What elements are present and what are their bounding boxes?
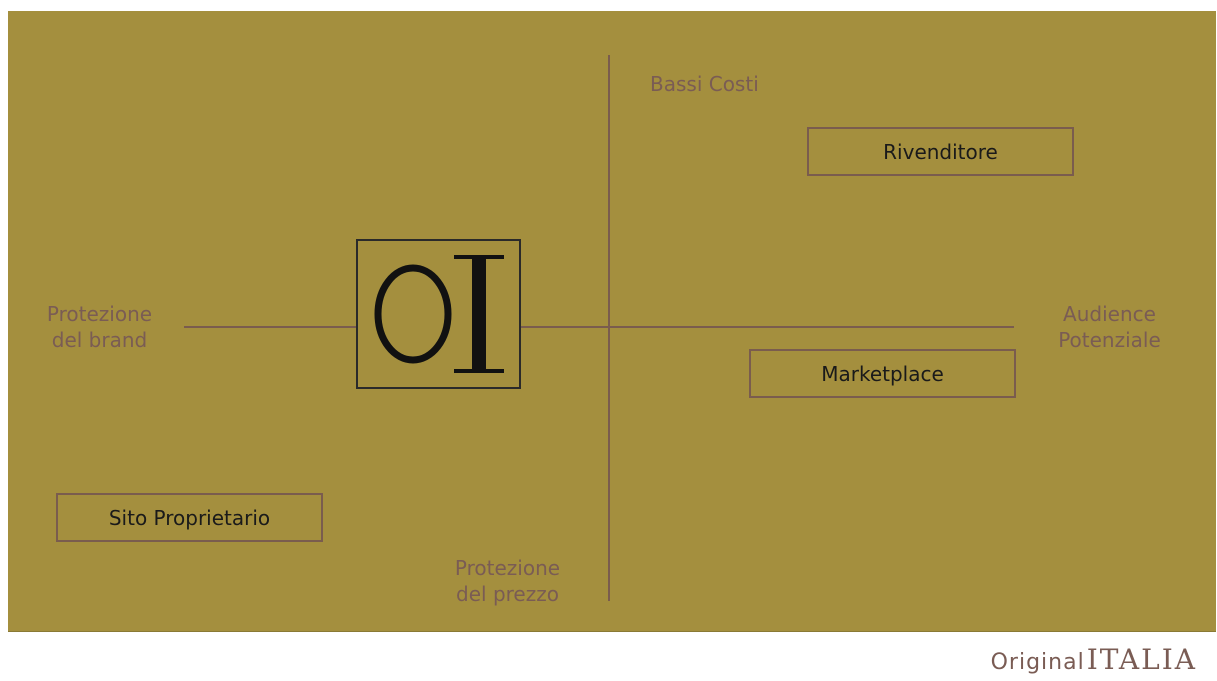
channel-rivenditore: Rivenditore [807, 127, 1074, 176]
oi-logo-icon [374, 255, 504, 373]
pole-bottom-label: Protezione del prezzo [454, 556, 561, 606]
brand-original-text: Original [990, 650, 1085, 675]
channel-marketplace-label: Marketplace [821, 361, 944, 386]
channel-rivenditore-label: Rivenditore [883, 139, 998, 164]
channel-sito-label: Sito Proprietario [108, 505, 271, 530]
horizontal-axis [184, 326, 1014, 328]
brand-italia-text: ITALIA [1086, 643, 1197, 676]
oi-logo [356, 239, 521, 389]
pole-right-label: Audience Potenziale [1058, 302, 1161, 352]
pole-left-label: Protezione del brand [46, 302, 153, 352]
channel-sito-proprietario: Sito Proprietario [56, 493, 323, 542]
positioning-map: Bassi Costi Protezione del brand Audienc… [8, 11, 1216, 632]
pole-top-label: Bassi Costi [650, 72, 759, 96]
brand-logo: Original ITALIA [991, 643, 1197, 676]
vertical-axis [608, 55, 610, 601]
channel-marketplace: Marketplace [749, 349, 1016, 398]
